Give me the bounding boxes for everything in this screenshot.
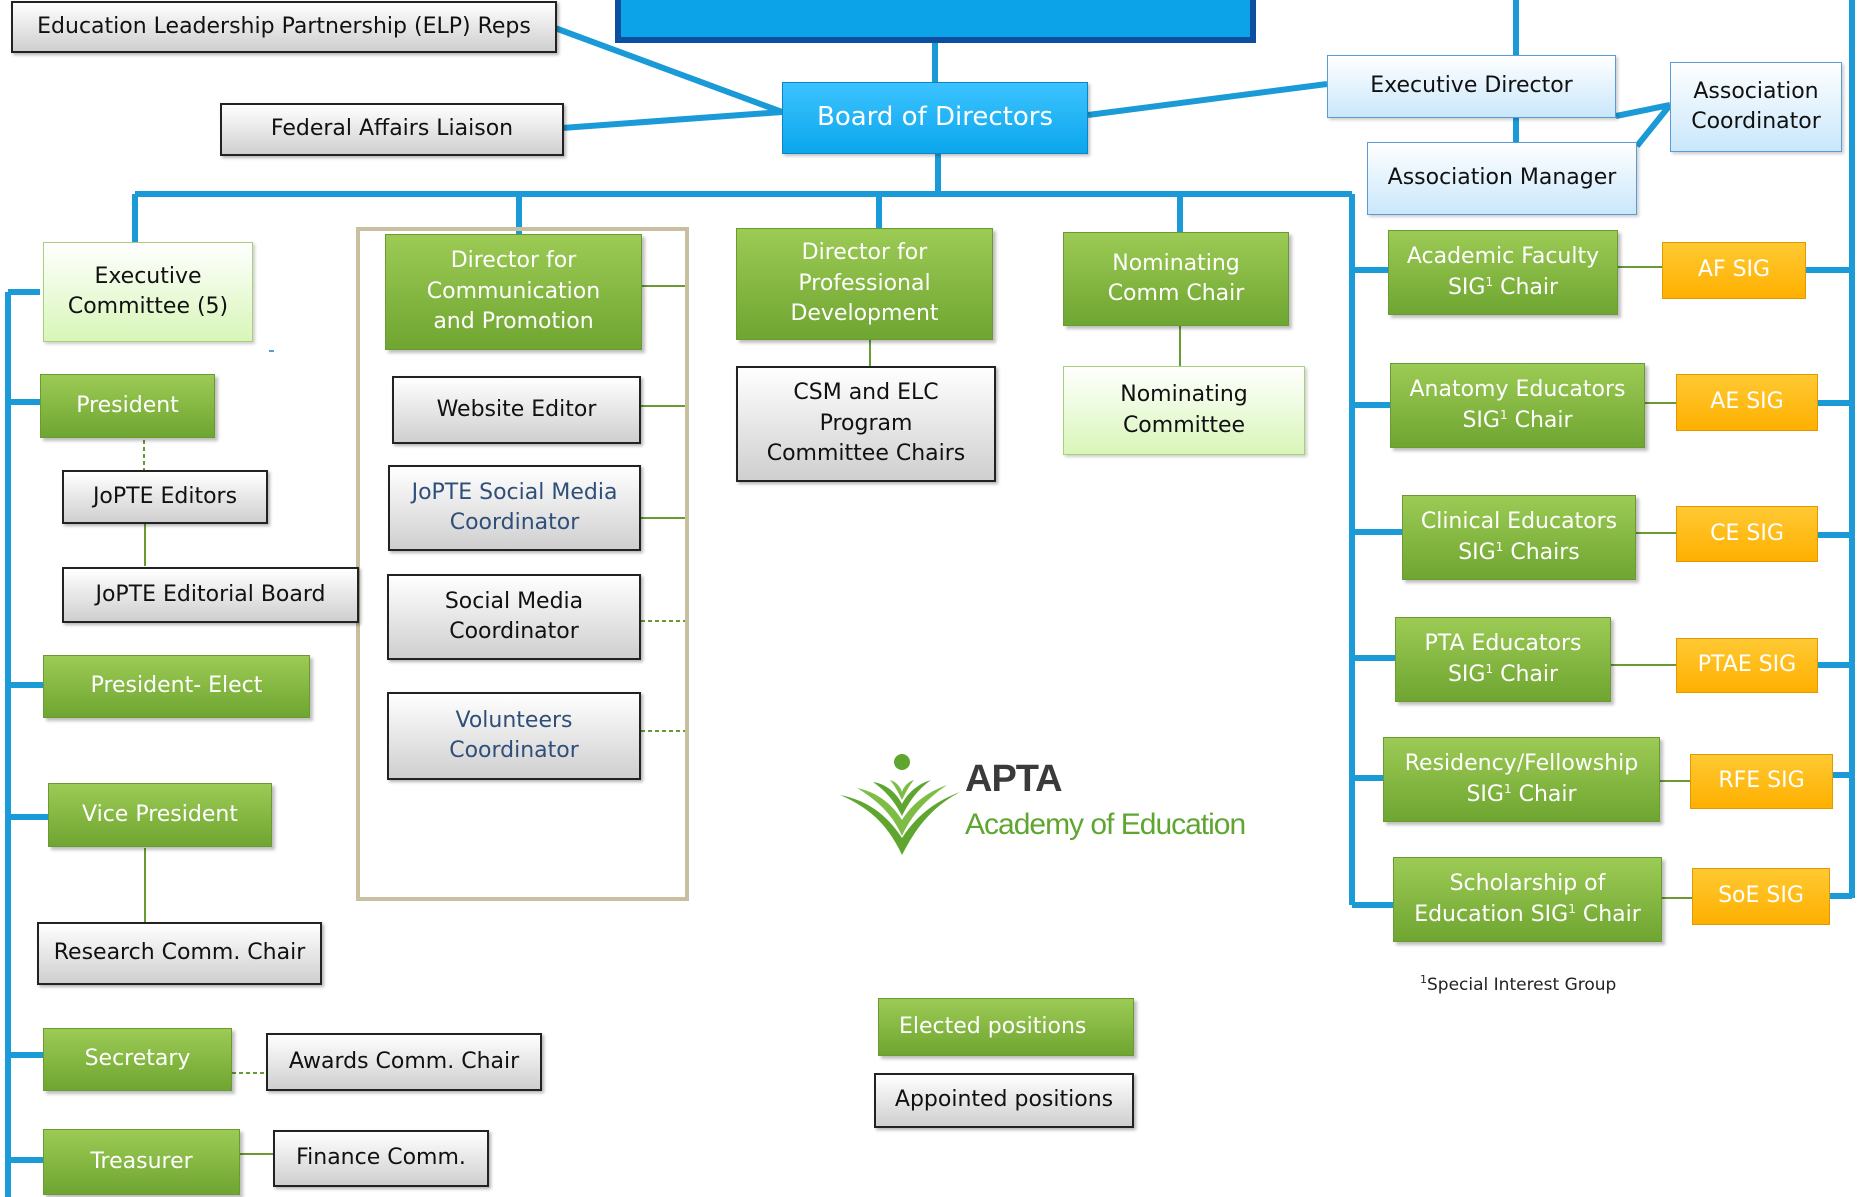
association-coordinator-label: Association Coordinator bbox=[1691, 78, 1821, 134]
director-communication-box: Director for Communication and Promotion bbox=[385, 234, 642, 350]
executive-director-box: Executive Director bbox=[1327, 55, 1616, 118]
director-professional-label: Director for Professional Development bbox=[790, 240, 939, 327]
apta-logo: APTA Academy of Education bbox=[835, 750, 1255, 870]
csm-elc-label: CSM and ELC Program Committee Chairs bbox=[766, 380, 966, 467]
legend-elected-label: Elected positions bbox=[899, 1013, 1087, 1039]
sig-label: PTAE SIG bbox=[1697, 652, 1797, 678]
federal-affairs-box: Federal Affairs Liaison bbox=[220, 103, 564, 156]
director-communication-label: Director for Communication and Promotion bbox=[426, 248, 601, 335]
president-elect-box: President- Elect bbox=[43, 655, 310, 718]
jopte-social-media-label: JoPTE Social Media Coordinator bbox=[411, 479, 618, 535]
sig-label: CE SIG bbox=[1710, 520, 1784, 546]
sig-label: SoE SIG bbox=[1718, 883, 1804, 909]
jopte-social-media-box: JoPTE Social Media Coordinator bbox=[388, 465, 641, 551]
board-of-directors-label: Board of Directors bbox=[817, 102, 1053, 133]
sig-box-ae: AE SIG bbox=[1676, 374, 1818, 431]
jopte-editorial-board-box: JoPTE Editorial Board bbox=[62, 567, 359, 623]
sig-label: AE SIG bbox=[1710, 389, 1784, 415]
research-chair-label: Research Comm. Chair bbox=[53, 940, 306, 966]
sig-box-rfe: RFE SIG bbox=[1690, 754, 1833, 809]
vice-president-box: Vice President bbox=[48, 783, 272, 847]
research-chair-box: Research Comm. Chair bbox=[37, 922, 322, 985]
legend-appointed-label: Appointed positions bbox=[894, 1087, 1114, 1113]
nominating-chair-label: Nominating Comm Chair bbox=[1107, 250, 1245, 306]
sig-label: RFE SIG bbox=[1718, 768, 1805, 794]
jopte-editors-label: JoPTE Editors bbox=[92, 483, 238, 509]
jopte-editors-box: JoPTE Editors bbox=[62, 470, 268, 524]
nominating-chair-box: Nominating Comm Chair bbox=[1063, 232, 1289, 326]
executive-committee-label: Executive Committee (5) bbox=[67, 263, 229, 319]
awards-chair-box: Awards Comm. Chair bbox=[266, 1033, 542, 1091]
finance-box: Finance Comm. bbox=[273, 1130, 489, 1187]
csm-elc-box: CSM and ELC Program Committee Chairs bbox=[736, 366, 996, 482]
footnote: 1Special Interest Group bbox=[1420, 973, 1617, 995]
sig-box-ptae: PTAE SIG bbox=[1676, 638, 1818, 693]
website-editor-box: Website Editor bbox=[392, 376, 641, 444]
executive-director-label: Executive Director bbox=[1370, 73, 1573, 99]
association-coordinator-box: Association Coordinator bbox=[1670, 62, 1842, 152]
legend-appointed: Appointed positions bbox=[874, 1073, 1134, 1128]
board-of-directors-box: Board of Directors bbox=[782, 82, 1088, 154]
vice-president-label: Vice President bbox=[82, 801, 238, 827]
treasurer-label: Treasurer bbox=[90, 1148, 193, 1174]
association-manager-label: Association Manager bbox=[1387, 165, 1617, 191]
secretary-label: Secretary bbox=[84, 1046, 191, 1072]
sig-box-soe: SoE SIG bbox=[1692, 868, 1830, 925]
legend-elected: Elected positions bbox=[878, 998, 1134, 1056]
sig-label: AF SIG bbox=[1697, 257, 1771, 283]
social-media-label: Social Media Coordinator bbox=[444, 588, 584, 644]
volunteers-label: Volunteers Coordinator bbox=[449, 707, 579, 763]
jopte-editorial-board-label: JoPTE Editorial Board bbox=[95, 581, 326, 607]
logo-apta-text: APTA bbox=[965, 758, 1063, 800]
nominating-committee-box: Nominating Committee bbox=[1063, 366, 1305, 455]
association-manager-box: Association Manager bbox=[1367, 142, 1637, 215]
sig-box-ce: CE SIG bbox=[1676, 506, 1818, 562]
finance-label: Finance Comm. bbox=[296, 1145, 466, 1171]
president-box: President bbox=[40, 374, 215, 438]
volunteers-box: Volunteers Coordinator bbox=[387, 692, 641, 780]
treasurer-box: Treasurer bbox=[43, 1129, 240, 1195]
director-professional-box: Director for Professional Development bbox=[736, 228, 993, 340]
executive-committee-box: Executive Committee (5) bbox=[43, 242, 253, 342]
website-editor-label: Website Editor bbox=[436, 396, 597, 422]
logo-subtitle: Academy of Education bbox=[965, 808, 1246, 841]
president-label: President bbox=[76, 392, 179, 418]
federal-affairs-label: Federal Affairs Liaison bbox=[270, 116, 514, 142]
elp-reps-box: Education Leadership Partnership (ELP) R… bbox=[11, 1, 557, 53]
awards-chair-label: Awards Comm. Chair bbox=[288, 1048, 520, 1074]
secretary-box: Secretary bbox=[43, 1028, 232, 1091]
elp-reps-label: Education Leadership Partnership (ELP) R… bbox=[37, 13, 531, 39]
sig-box-af: AF SIG bbox=[1662, 242, 1806, 299]
social-media-box: Social Media Coordinator bbox=[387, 574, 641, 660]
nominating-committee-label: Nominating Committee bbox=[1120, 382, 1248, 438]
apta-leaf-icon bbox=[840, 754, 960, 855]
president-elect-label: President- Elect bbox=[90, 673, 263, 699]
